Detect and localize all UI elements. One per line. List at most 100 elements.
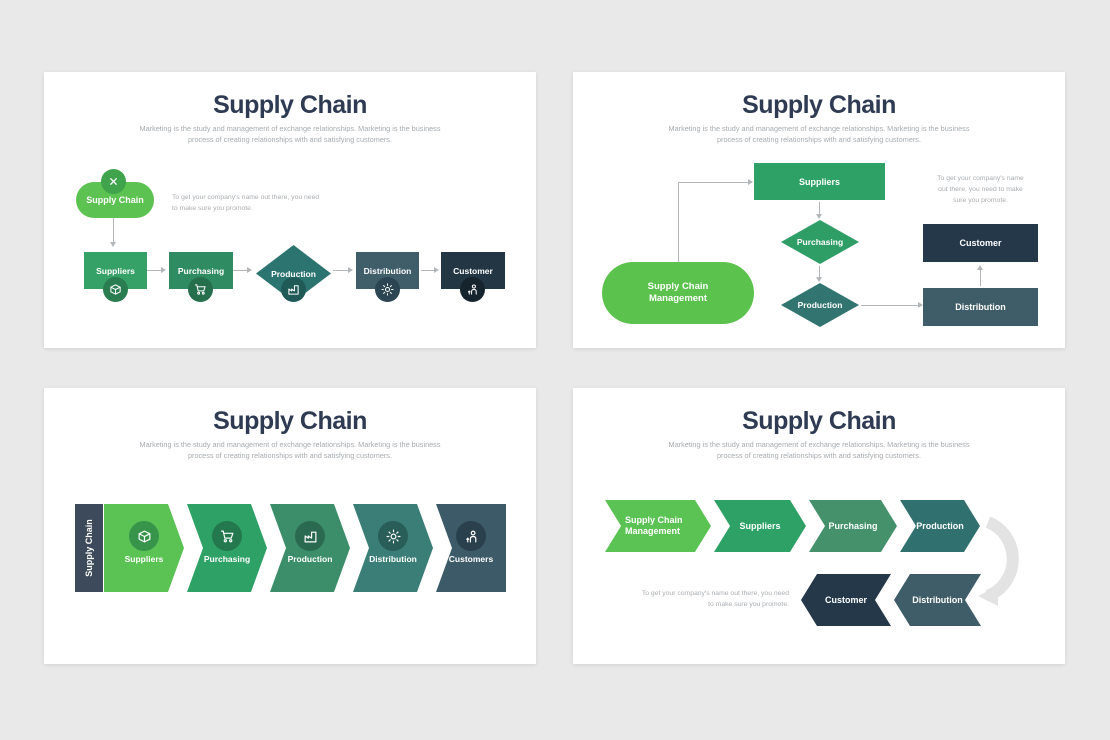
chevron-production: Production (270, 504, 350, 592)
slide-title: Supply Chain (213, 407, 367, 435)
slide-subtitle: Marketing is the study and management of… (70, 439, 510, 461)
slide-thumbnail-flow[interactable]: Supply Chain Marketing is the study and … (44, 72, 536, 348)
subtitle-line: process of creating relationships with a… (187, 135, 392, 144)
cart-icon (188, 277, 213, 302)
arrowhead-down (110, 242, 116, 247)
chevron-distribution: Distribution (894, 574, 981, 626)
arrowhead-right (348, 267, 353, 273)
slide-title: Supply Chain (742, 91, 896, 119)
subtitle-line: Marketing is the study and management of… (139, 124, 441, 133)
connector-line (421, 270, 434, 271)
chevron-suppliers: Suppliers (104, 504, 184, 592)
chevron-label: Suppliers (124, 554, 164, 564)
chevron-purchasing: Purchasing (809, 500, 897, 552)
subtitle-line: Marketing is the study and management of… (668, 124, 970, 133)
chevron-label: Purchasing (828, 521, 878, 531)
chevron-label: Customers (448, 554, 494, 564)
package-icon (103, 277, 128, 302)
arrowhead-right (161, 267, 166, 273)
node-label: Customer (959, 238, 1002, 248)
customer-icon (456, 521, 486, 551)
note-line: sure you promote. (953, 197, 1008, 204)
chevron-production: Production (900, 500, 980, 552)
note-line: out there, you need to make (938, 186, 1023, 193)
step-label: Customer (453, 265, 493, 276)
subtitle-line: process of creating relationships with a… (716, 451, 921, 460)
subtitle-line: Marketing is the study and management of… (668, 440, 970, 449)
gear-icon (375, 277, 400, 302)
chevron-label: Supply Chain Management (625, 515, 683, 536)
chevron-label: Customer (824, 595, 867, 605)
connector-line (113, 218, 114, 242)
connector-line (861, 305, 918, 306)
factory-icon (281, 277, 306, 302)
side-bar-label: Supply Chain (84, 519, 94, 577)
node-label: Distribution (955, 302, 1006, 312)
connector-line (233, 270, 247, 271)
chevron-label: Production (287, 554, 333, 564)
cart-icon (212, 521, 242, 551)
slide-title: Supply Chain (213, 91, 367, 119)
chevron-label: Production (916, 521, 964, 531)
connector-line (147, 270, 161, 271)
step-label: Purchasing (177, 265, 225, 276)
supply-chain-side-bar: Supply Chain (75, 504, 103, 592)
slide-title: Supply Chain (742, 407, 896, 435)
pill-label: Supply Chain (86, 195, 144, 205)
gear-icon (378, 521, 408, 551)
chevron-customer: Customer (801, 574, 891, 626)
step-label: Production (271, 268, 316, 279)
connector-line (678, 182, 679, 262)
slide-thumbnail-chevron-bar[interactable]: Supply Chain Marketing is the study and … (44, 388, 536, 664)
chevron-suppliers: Suppliers (714, 500, 806, 552)
connector-line (819, 202, 820, 214)
curved-flow-arrow (978, 516, 1019, 606)
chevron-purchasing: Purchasing (187, 504, 267, 592)
note-line: To get your company's name (937, 175, 1024, 182)
subtitle-line: process of creating relationships with a… (187, 451, 392, 460)
note-line: To get your company's name out there, yo… (641, 590, 789, 597)
chevron-customers: Customers (436, 504, 506, 592)
customer-icon (460, 277, 485, 302)
chevron-label: Suppliers (739, 521, 781, 531)
pill-label: Supply Chain Management (647, 281, 709, 304)
arrowhead-right (748, 179, 753, 185)
step-label: Distribution (363, 265, 412, 276)
connector-line (819, 266, 820, 277)
subtitle-line: process of creating relationships with a… (716, 135, 921, 144)
arrowhead-right (918, 302, 923, 308)
node-purchasing: Purchasing (781, 220, 859, 264)
slide-thumbnail-chevron-wrap[interactable]: Supply Chain Marketing is the study and … (573, 388, 1065, 664)
factory-icon (295, 521, 325, 551)
chevron-label: Distribution (369, 554, 417, 564)
arrowhead-right (247, 267, 252, 273)
slide-subtitle: Marketing is the study and management of… (599, 123, 1039, 145)
node-distribution: Distribution (923, 288, 1038, 326)
node-label: Suppliers (798, 176, 840, 187)
arrowhead-right (434, 267, 439, 273)
node-label: Purchasing (796, 237, 844, 247)
supply-chain-management-pill: Supply Chain Management (602, 262, 754, 324)
connector-line (678, 182, 748, 183)
subtitle-line: Marketing is the study and management of… (139, 440, 441, 449)
note-line: to make sure you promote. (708, 601, 789, 608)
note-line: to make sure you promote. (172, 205, 253, 212)
node-label: Production (797, 300, 843, 310)
arrowhead-down (816, 277, 822, 282)
slide-subtitle: Marketing is the study and management of… (599, 439, 1039, 461)
chevron-supply-chain-management: Supply Chain Management (605, 500, 711, 552)
chevron-label: Distribution (912, 595, 963, 605)
slide-thumbnail-flowchart[interactable]: Supply Chain Marketing is the study and … (573, 72, 1065, 348)
node-production: Production (781, 283, 859, 327)
note-line: To get your company's name out there, yo… (172, 194, 320, 201)
node-suppliers: Suppliers (754, 163, 885, 200)
arrowhead-up (977, 265, 983, 270)
promo-note: To get your company's name out there, yo… (172, 192, 342, 214)
connector-line (333, 270, 348, 271)
package-icon (129, 521, 159, 551)
chevron-label: Purchasing (203, 554, 251, 564)
promo-note: To get your company's name out there, yo… (639, 588, 789, 610)
chevron-distribution: Distribution (353, 504, 433, 592)
step-label: Suppliers (96, 265, 135, 276)
